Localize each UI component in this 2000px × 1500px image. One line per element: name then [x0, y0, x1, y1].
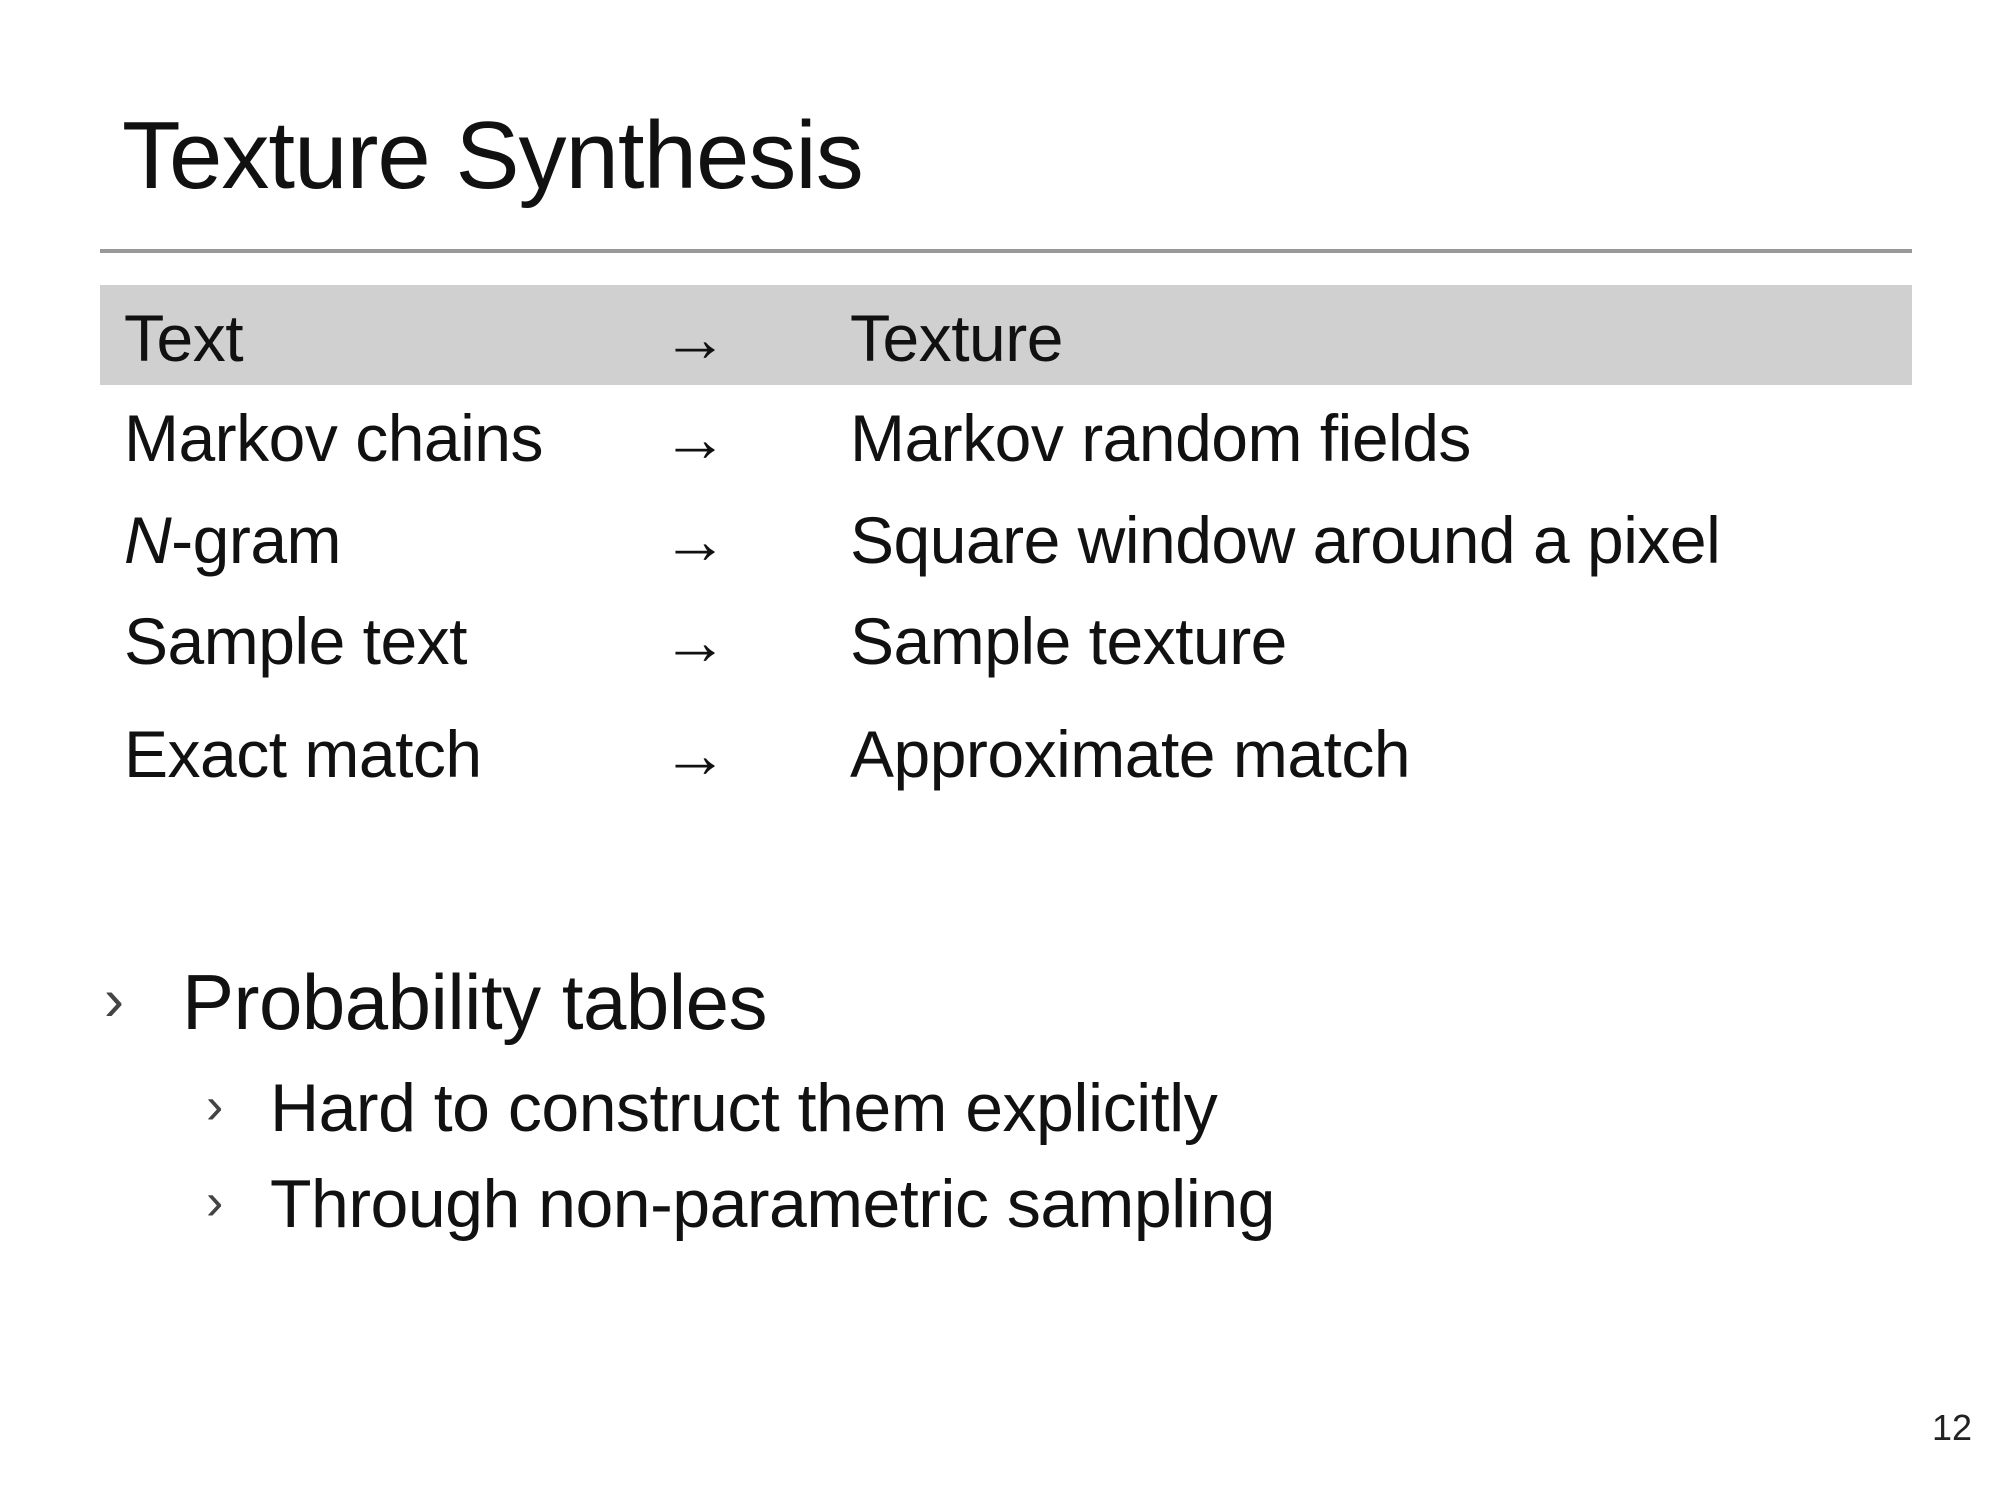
row-left-rest: -gram	[171, 503, 342, 577]
title-divider	[100, 249, 1912, 253]
arrow-icon: →	[662, 604, 728, 678]
sub-bullet: Hard to construct them explicitly	[270, 1070, 1218, 1146]
slide-title: Texture Synthesis	[122, 102, 864, 209]
arrow-icon: →	[662, 503, 728, 577]
row-right: Square window around a pixel	[850, 503, 1721, 577]
row-right: Sample texture	[850, 604, 1287, 678]
row-right: Approximate match	[850, 717, 1411, 791]
bullet-main: Probability tables	[182, 958, 768, 1046]
bullet-chevron-icon: ›	[206, 1077, 223, 1135]
row-left: N-gram	[124, 507, 342, 573]
bullet-chevron-icon: ›	[206, 1173, 223, 1231]
table-header-highlight	[100, 285, 1912, 385]
row-left: Text	[124, 301, 244, 375]
page-number: 12	[1932, 1407, 1973, 1448]
arrow-icon: →	[662, 401, 728, 475]
row-left: Markov chains	[124, 401, 544, 475]
row-left: Exact match	[124, 717, 482, 791]
row-right: Markov random fields	[850, 401, 1471, 475]
arrow-icon: →	[662, 301, 728, 375]
bullet-chevron-icon: ›	[104, 966, 124, 1033]
sub-bullet: Through non-parametric sampling	[270, 1166, 1276, 1242]
row-right: Texture	[850, 301, 1063, 375]
arrow-icon: →	[662, 717, 728, 791]
row-left: Sample text	[124, 604, 468, 678]
row-left-italic: N	[124, 503, 172, 577]
